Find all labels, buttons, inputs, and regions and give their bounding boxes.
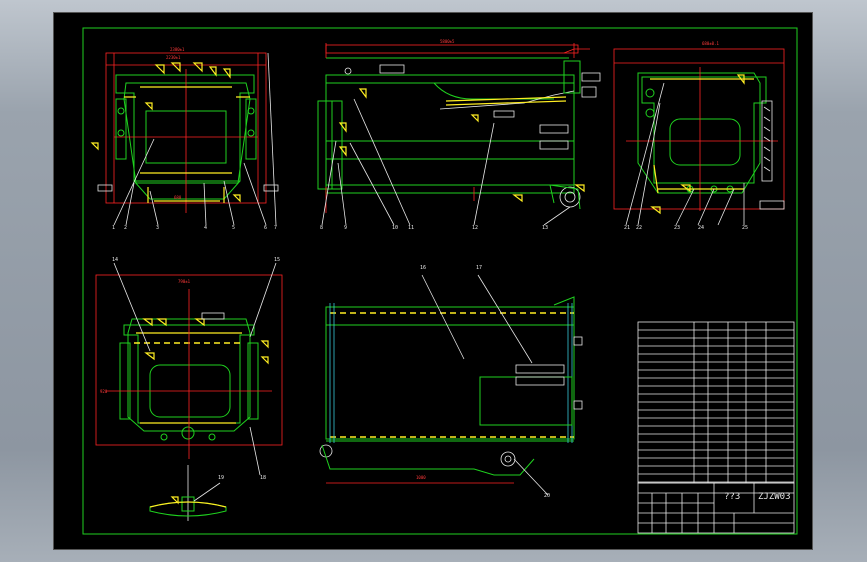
part-number-12: 12 xyxy=(472,225,478,231)
bill-of-materials xyxy=(637,321,795,484)
part-number-24: 24 xyxy=(698,225,704,231)
part-number-6: 6 xyxy=(264,225,267,231)
part-number-11: 11 xyxy=(408,225,414,231)
svg-text:2380±1: 2380±1 xyxy=(170,47,185,52)
drawing-border xyxy=(82,27,798,535)
dimension-top-overall: 5800±5 xyxy=(440,39,455,44)
title-part-code: ZJZW03 xyxy=(758,492,791,502)
part-number-22: 22 xyxy=(636,225,642,231)
engineering-drawing: 2380±1 2230±1 680 xyxy=(82,27,798,535)
part-number-1: 1 xyxy=(112,225,115,231)
part-number-13: 13 xyxy=(542,225,548,231)
part-number-25: 25 xyxy=(742,225,748,231)
dimension-right-width: 680±0.1 xyxy=(702,41,719,46)
view-end-section-left: 2380±1 2230±1 680 xyxy=(90,47,279,226)
part-number-14: 14 xyxy=(112,257,118,263)
part-number-3: 3 xyxy=(156,225,159,231)
dimension-left-width: 790±1 xyxy=(178,279,191,284)
part-number-16: 16 xyxy=(420,265,426,271)
part-number-17: 17 xyxy=(476,265,482,271)
part-number-21: 21 xyxy=(624,225,630,231)
part-number-20: 20 xyxy=(544,493,550,499)
part-number-4: 4 xyxy=(204,225,207,231)
svg-text:680: 680 xyxy=(174,195,182,200)
view-end-section-right: 680±0.1 xyxy=(613,41,785,226)
title-scale: ??3 xyxy=(724,492,740,502)
part-number-10: 10 xyxy=(392,225,398,231)
part-number-15: 15 xyxy=(274,257,280,263)
svg-text:1000: 1000 xyxy=(416,475,426,480)
part-number-5: 5 xyxy=(232,225,235,231)
part-number-8: 8 xyxy=(320,225,323,231)
view-side-elevation-lower: 1000 xyxy=(319,274,583,496)
svg-text:2230±1: 2230±1 xyxy=(166,55,181,60)
cad-drawing-viewport[interactable]: 2380±1 2230±1 680 xyxy=(53,12,813,550)
view-section-lower-left: 790±1 920 xyxy=(95,262,283,476)
part-number-9: 9 xyxy=(344,225,347,231)
part-number-7: 7 xyxy=(274,225,277,231)
part-number-23: 23 xyxy=(674,225,680,231)
view-side-elevation-top: 5800±5 xyxy=(317,39,601,226)
title-block: ??3 ZJZW03 xyxy=(637,482,795,534)
part-number-2: 2 xyxy=(124,225,127,231)
part-number-19: 19 xyxy=(218,475,224,481)
view-detail-weld xyxy=(149,465,227,521)
svg-text:920: 920 xyxy=(100,389,108,394)
part-number-18: 18 xyxy=(260,475,266,481)
